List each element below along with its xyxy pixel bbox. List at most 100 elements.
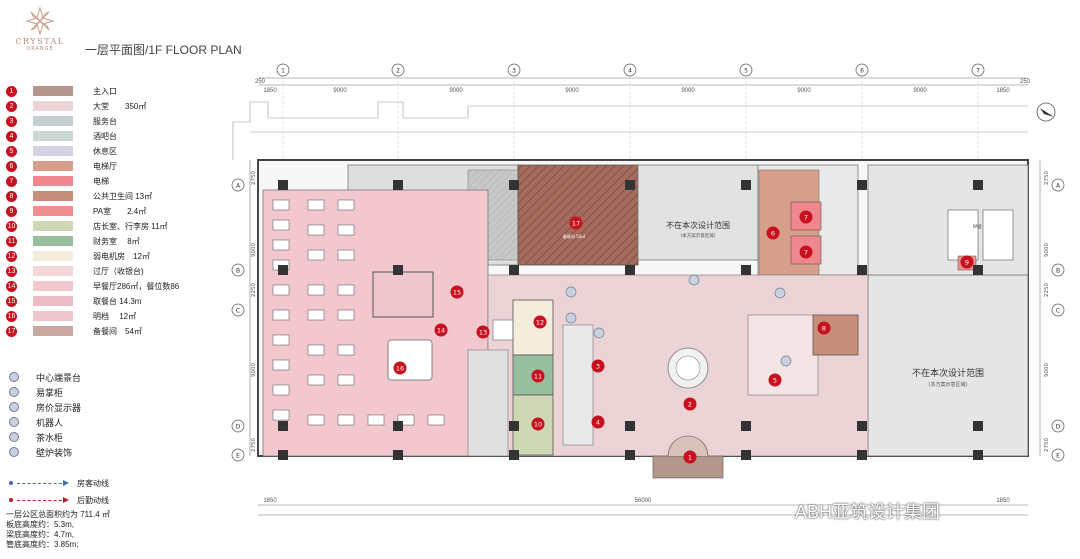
legend-number: 10 xyxy=(6,220,17,232)
top-small-dim: 250 xyxy=(1020,79,1031,85)
dining-table xyxy=(272,309,290,321)
room-12-weak-current xyxy=(512,299,554,356)
legend-number: 14 xyxy=(6,280,17,292)
legend-label: 中心端景台 xyxy=(36,372,82,383)
bottom-dim: 56000 xyxy=(635,498,652,504)
row-axis-A: A xyxy=(1051,178,1065,192)
legend-label: 后勤动线 xyxy=(77,495,109,505)
legend-label: 财务室 8㎡ xyxy=(93,236,140,246)
column-axis-4: 4 xyxy=(623,63,637,160)
feature-circle-icon xyxy=(9,387,19,397)
column xyxy=(393,421,403,431)
left-dim: 2750 xyxy=(251,438,257,452)
column xyxy=(741,421,751,431)
column-axis-3: 3 xyxy=(507,63,521,160)
top-dim: 9000 xyxy=(681,88,695,94)
room-marker-8: 8 xyxy=(817,321,831,335)
room-marker-6: 6 xyxy=(766,226,780,240)
bottom-dim: 1850 xyxy=(263,498,277,504)
column xyxy=(857,421,867,431)
svg-text:9: 9 xyxy=(965,259,969,267)
svg-text:15: 15 xyxy=(453,289,461,297)
dining-table xyxy=(337,249,355,261)
legend-label: 壁炉装饰 xyxy=(36,447,73,458)
row-axis-label: D xyxy=(1056,424,1061,431)
area-note: 一层公区总面积约为 711.4 ㎡ xyxy=(6,510,110,519)
column xyxy=(625,265,635,275)
legend-label: 公共卫生间 13㎡ xyxy=(93,191,153,201)
legend-flow: 房客动线 xyxy=(9,477,109,489)
right-dim: 2750 xyxy=(1044,171,1050,185)
legend-room-13: 13 过厅（收银台) xyxy=(6,265,144,277)
legend-swatch xyxy=(33,296,73,306)
legend-number: 2 xyxy=(6,100,17,112)
flow-dot-icon xyxy=(9,481,13,485)
column xyxy=(973,180,983,190)
column xyxy=(393,180,403,190)
legend-label: 机器人 xyxy=(36,417,64,428)
column xyxy=(973,450,983,460)
legend-room-2: 2 大堂 350㎡ xyxy=(6,100,146,112)
legend-label: 大堂 350㎡ xyxy=(93,101,147,111)
left-dim: 9000 xyxy=(251,363,257,377)
feature-marker xyxy=(565,286,577,298)
room-marker-13: 13 xyxy=(476,325,490,339)
dining-table xyxy=(307,344,325,356)
column xyxy=(625,180,635,190)
brand-logo: CRYSTAL ORANGE xyxy=(8,6,72,76)
svg-text:12: 12 xyxy=(536,319,544,327)
column xyxy=(393,450,403,460)
legend-room-12: 12 弱电机房 12㎡ xyxy=(6,250,150,262)
top-dim: 9000 xyxy=(565,88,579,94)
svg-text:4: 4 xyxy=(596,419,600,427)
svg-text:11: 11 xyxy=(534,373,542,381)
svg-text:2: 2 xyxy=(688,401,692,409)
dining-table xyxy=(272,284,290,296)
legend-swatch xyxy=(33,176,73,186)
top-dimension-line xyxy=(258,77,1028,86)
svg-text:5: 5 xyxy=(773,377,777,385)
legend-swatch xyxy=(33,101,73,111)
column-axis-2: 2 xyxy=(391,63,405,160)
legend-label: 酒吧台 xyxy=(93,131,117,141)
svg-text:14: 14 xyxy=(437,327,445,335)
legend-label: 茶水柜 xyxy=(36,432,64,443)
dining-table xyxy=(307,414,325,426)
legend-swatch xyxy=(33,86,73,96)
crystal-logo-icon xyxy=(25,6,55,36)
feature-circle-icon xyxy=(9,402,19,412)
row-axis-label: E xyxy=(1056,453,1060,460)
column xyxy=(857,265,867,275)
column xyxy=(741,450,751,460)
svg-text:10: 10 xyxy=(534,421,542,429)
svg-text:3: 3 xyxy=(596,363,600,371)
flow-arrow-icon xyxy=(17,479,69,486)
structural-columns xyxy=(278,180,983,460)
legend-feature: 机器人 xyxy=(9,416,63,428)
legend-number: 4 xyxy=(6,130,17,142)
room-marker-4: 4 xyxy=(591,415,605,429)
legend-label: 明档 12㎡ xyxy=(93,311,137,321)
right-dim: 2750 xyxy=(1044,438,1050,452)
dining-table xyxy=(272,199,290,211)
legend-label: 休息区 xyxy=(93,146,117,156)
room-14-breakfast xyxy=(262,189,489,457)
dining-table xyxy=(337,284,355,296)
column-axis-6: 6 xyxy=(855,63,869,160)
column xyxy=(393,265,403,275)
watermark: ABH亚筑设计集团 xyxy=(795,502,941,522)
top-dim: 1850 xyxy=(263,88,277,94)
left-dim: 2750 xyxy=(251,171,257,185)
svg-text:8: 8 xyxy=(822,325,826,333)
dining-tables xyxy=(272,199,445,426)
legend-flow: 后勤动线 xyxy=(9,494,109,506)
svg-text:7: 7 xyxy=(804,249,808,257)
top-small-dim: 250 xyxy=(255,79,266,85)
legend-room-4: 4 酒吧台 xyxy=(6,130,117,142)
legend-number: 17 xyxy=(6,325,17,337)
column xyxy=(973,265,983,275)
room-16-open-kitchen xyxy=(372,271,434,318)
entrance-canopy xyxy=(667,435,709,457)
